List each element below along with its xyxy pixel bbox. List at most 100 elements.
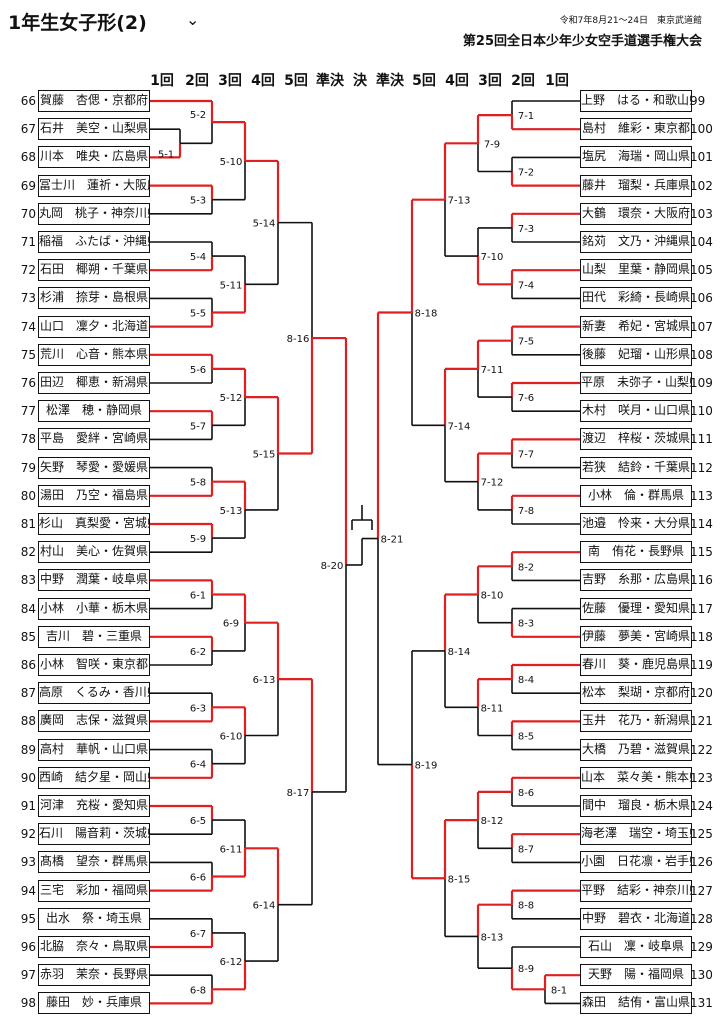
player-name-box: 平原 未弥子・山梨県 [580,372,692,394]
match-label: 7-4 [518,280,534,291]
match-label: 6-6 [190,873,206,884]
player-name-box: 賀藤 杏偲・京都府 [38,90,150,112]
player-name-box: 小林 小華・栃木県 [38,597,150,620]
match-label: 7-14 [448,421,471,432]
seed-number: 107 [690,319,713,334]
match-label: 8-17 [287,788,310,799]
seed-number: 109 [690,376,713,390]
seed-number: 102 [690,178,713,193]
match-label: 7-12 [481,478,504,489]
player-name-box: 冨士川 蓮祈・大阪府 [38,174,150,197]
seed-number: 129 [690,940,713,954]
match-label: 5-13 [220,506,243,517]
page-title: 1年生女子形(2) [8,12,147,34]
seed-number: 71 [20,235,36,249]
player-name-box: 新妻 希妃・宮城県 [580,315,692,338]
round-label: 2回 [185,73,209,89]
seed-number: 96 [20,940,36,954]
player-name-box: 石井 美空・山梨県 [38,118,150,141]
player-name-box: 若狭 結鈴・千葉県 [580,456,692,479]
match-label: 6-9 [223,619,239,630]
seed-number: 119 [690,658,713,672]
player-name-box: 伊藤 夢美・宮崎県 [580,625,692,648]
match-label: 8-15 [448,874,471,885]
match-label: 8-2 [518,562,534,573]
seed-number: 84 [20,601,36,616]
match-label: 8-10 [481,591,504,602]
match-label: 8-3 [518,619,534,630]
player-name-box: 村山 美心・佐賀県 [38,541,150,564]
seed-number: 95 [20,911,36,926]
round-label: 5回 [284,73,308,89]
round-label: 準決 [376,73,404,89]
player-name-box: 北脇 奈々・鳥取県 [38,936,150,958]
seed-number: 118 [690,629,713,644]
player-name-box: 小林 倫・群馬県 [580,484,692,507]
seed-number: 100 [690,122,713,137]
round-label: 4回 [251,73,275,89]
player-name-box: 島村 維彩・東京都 [580,118,692,141]
player-name-box: 上野 はる・和歌山県 [580,90,692,112]
match-label: 6-2 [190,647,206,658]
match-label: 7-5 [518,337,534,348]
player-name-box: 西崎 結夕星・岡山県 [38,766,150,789]
player-name-box: 田辺 椰恵・新潟県 [38,372,150,394]
seed-number: 103 [690,206,713,221]
match-label: 6-13 [253,675,276,686]
player-name-box: 木村 咲月・山口県 [580,400,692,423]
seed-number: 121 [690,714,713,729]
player-name-box: 池邉 怜来・大分県 [580,513,692,535]
seed-number: 114 [690,517,713,531]
player-name-box: 三宅 彩加・福岡県 [38,879,150,902]
match-label: 5-3 [190,196,206,207]
seed-number: 105 [690,263,713,278]
player-name-box: 廣岡 志保・滋賀県 [38,710,150,733]
match-label: 8-14 [448,647,471,658]
seed-number: 92 [20,827,36,842]
player-name-box: 丸岡 桃子・神奈川県 [38,202,150,225]
seed-number: 98 [20,996,36,1011]
player-name-box: 山本 菜々美・熊本県 [580,766,692,789]
seed-number: 91 [20,799,36,813]
seed-number: 93 [20,855,36,870]
player-name-box: 矢野 琴愛・愛媛県 [38,456,150,479]
match-label: 6-1 [190,591,206,602]
match-label: 5-12 [220,393,243,404]
match-label: 8-6 [518,788,534,799]
player-name-box: 髙橋 望奈・群馬県 [38,851,150,874]
player-name-box: 赤羽 茉奈・長野県 [38,964,150,987]
match-label: 8-11 [481,703,504,714]
match-label: 8-5 [518,732,534,743]
player-name-box: 銘苅 文乃・沖縄県 [580,231,692,253]
player-name-box: 高原 くるみ・香川県 [38,682,150,705]
match-label: 8-12 [481,816,504,827]
match-label: 8-18 [415,309,438,320]
seed-number: 113 [690,488,713,503]
match-label: 6-3 [190,703,206,714]
seed-number: 90 [20,770,36,785]
match-label: 5-4 [190,252,206,263]
seed-number: 128 [690,911,713,926]
seed-number: 81 [20,517,36,531]
match-label: 8-7 [518,844,534,855]
player-name-box: 間中 瑠良・栃木県 [580,795,692,817]
round-label: 5回 [412,73,436,89]
match-label: 5-7 [190,421,206,432]
seed-number: 66 [20,94,36,108]
match-label: 7-7 [518,450,534,461]
match-label: 7-8 [518,506,534,517]
match-label: 5-8 [190,478,206,489]
player-name-box: 平島 愛絆・宮崎県 [38,428,150,451]
player-name-box: 渡辺 梓桜・茨城県 [580,428,692,451]
seed-number: 120 [690,686,713,701]
match-label: 6-11 [220,844,243,855]
player-name-box: 田代 彩綺・長崎県 [580,287,692,310]
seed-number: 117 [690,601,713,616]
seed-number: 122 [690,742,713,757]
match-label: 7-2 [518,168,534,179]
seed-number: 76 [20,376,36,390]
seed-number: 70 [20,206,36,221]
match-label: 8-4 [518,675,534,686]
chevron-down-icon[interactable]: ⌄ [186,10,200,29]
player-name-box: 高村 華帆・山口県 [38,738,150,761]
